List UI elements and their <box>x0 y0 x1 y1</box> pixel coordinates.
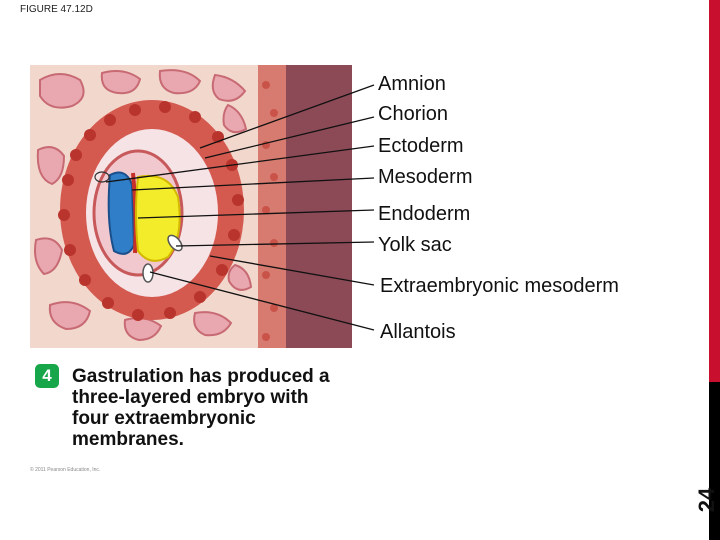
label-chorion: Chorion <box>378 103 449 125</box>
leader-endoderm <box>137 209 375 219</box>
leader-extraembryonic-mesoderm <box>209 255 375 286</box>
uterine-wall <box>282 65 352 348</box>
step-caption: Gastrulation has produced a three-layere… <box>72 366 330 450</box>
sidebar-dark-segment <box>709 382 720 540</box>
leader-amnion <box>199 84 375 149</box>
label-yolk-sac: Yolk sac <box>378 234 452 256</box>
caption-line: Gastrulation has produced a <box>72 366 330 387</box>
leader-ectoderm <box>105 145 375 183</box>
step-number-badge: 4 <box>35 364 59 388</box>
leader-allantois <box>149 271 375 331</box>
leader-mesoderm <box>131 177 375 191</box>
leader-chorion <box>204 116 375 159</box>
ectoderm-layer <box>107 171 136 255</box>
label-ectoderm: Ectoderm <box>378 135 464 157</box>
label-amnion: Amnion <box>378 73 446 95</box>
label-allantois: Allantois <box>380 321 456 343</box>
slide-number: 24 <box>694 487 719 513</box>
figure-title: FIGURE 47.12D <box>20 4 93 15</box>
accent-sidebar <box>709 0 720 540</box>
label-endoderm: Endoderm <box>378 203 471 225</box>
caption-line: three-layered embryo with <box>72 387 309 408</box>
leader-yolk-sac <box>175 241 375 247</box>
caption-line: four extraembryonic <box>72 408 256 429</box>
caption-line: membranes. <box>72 429 184 450</box>
copyright-notice: © 2011 Pearson Education, Inc. <box>30 467 101 473</box>
label-mesoderm: Mesoderm <box>378 166 473 188</box>
label-extraembryonic-mesoderm: Extraembryonic mesoderm <box>380 275 619 297</box>
